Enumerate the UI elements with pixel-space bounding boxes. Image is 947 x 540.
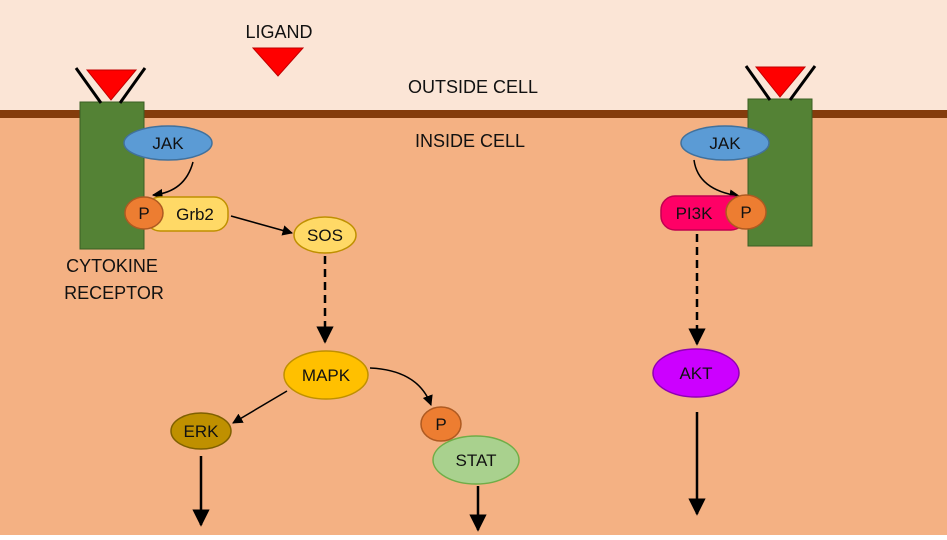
jak-left-node <box>123 125 213 161</box>
akt-node <box>652 348 740 398</box>
arrow-mapk-to-erk <box>232 390 288 424</box>
akt-label: AKT <box>679 364 712 383</box>
arrow-mapk-to-p-stat <box>369 367 433 406</box>
receptor-right-arm-l <box>744 65 772 101</box>
p-left-node <box>124 196 164 230</box>
outside-cell-region <box>0 0 947 114</box>
mapk-label: MAPK <box>302 366 351 385</box>
pi3k-label: PI3K <box>676 204 714 223</box>
ligand-label: LIGAND <box>245 22 312 42</box>
p-stat-node <box>420 406 462 442</box>
stat-node <box>432 435 520 485</box>
jak-left-label: JAK <box>152 134 184 153</box>
inside-cell-label: INSIDE CELL <box>415 131 525 151</box>
erk-node <box>170 412 232 450</box>
p-stat-label: P <box>435 415 446 434</box>
cell-membrane <box>0 110 947 118</box>
cytokine-label-line1: CYTOKINE <box>66 256 158 276</box>
grb2-label: Grb2 <box>176 205 214 224</box>
mapk-node <box>283 350 369 400</box>
p-right-node <box>725 194 767 230</box>
sos-label: SOS <box>307 226 343 245</box>
p-right-label: P <box>740 203 751 222</box>
arrow-jak-to-p-right <box>693 159 741 200</box>
arrow-grb2-to-sos <box>230 215 294 236</box>
stat-label: STAT <box>456 451 497 470</box>
p-left-label: P <box>138 204 149 223</box>
outside-cell-label: OUTSIDE CELL <box>408 77 538 97</box>
free-ligand-icon <box>251 47 305 77</box>
bound-ligand-right-icon <box>754 66 807 98</box>
jak-right-node <box>680 125 770 161</box>
receptor-right-arm-r <box>788 65 817 101</box>
cytokine-label-line2: RECEPTOR <box>64 283 164 303</box>
sos-node <box>293 216 357 254</box>
jak-right-label: JAK <box>709 134 741 153</box>
receptor-left-arm-l <box>74 67 103 104</box>
erk-label: ERK <box>184 422 220 441</box>
receptor-left-arm-r <box>118 67 147 104</box>
bound-ligand-left-icon <box>85 69 138 101</box>
arrow-jak-to-p-left <box>151 161 194 200</box>
